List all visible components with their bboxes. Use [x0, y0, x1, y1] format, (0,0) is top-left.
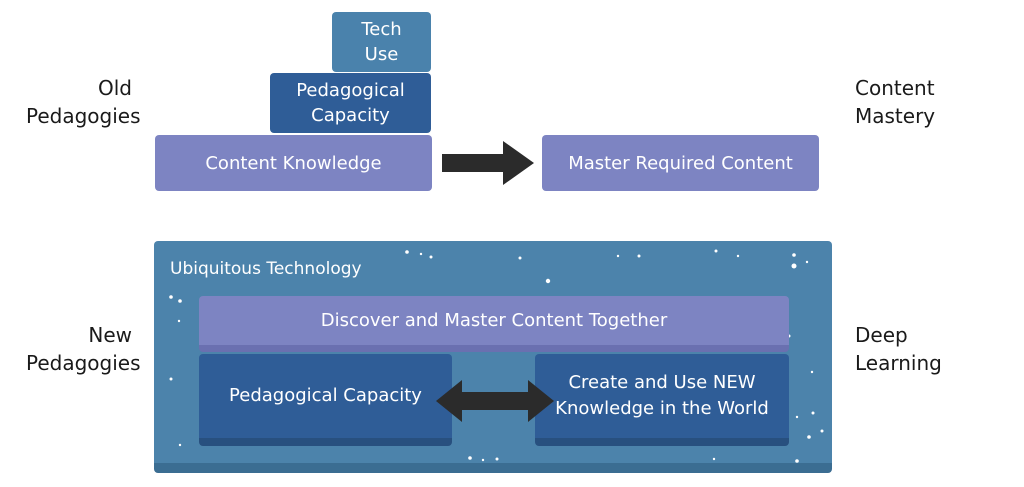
- mastery-label-line1: Content: [855, 76, 935, 100]
- content-knowledge-box: Content Knowledge: [155, 135, 432, 191]
- new-label-line2: Pedagogies: [26, 351, 141, 375]
- tech-use-line1: Tech: [361, 19, 402, 40]
- content-knowledge-text: Content Knowledge: [205, 152, 382, 174]
- create-line1: Create and Use NEW: [568, 372, 756, 393]
- tech-use-box: Tech Use: [332, 12, 431, 72]
- discover-master-content-text: Discover and Master Content Together: [320, 310, 668, 331]
- discover-master-content-box: Discover and Master Content Together: [199, 296, 789, 352]
- pedagogical-top-line1: Pedagogical: [296, 80, 405, 101]
- tech-use-line2: Use: [364, 44, 399, 65]
- create-use-new-knowledge-box: Create and Use NEW Knowledge in the Worl…: [535, 354, 789, 446]
- master-required-content-text: Master Required Content: [568, 152, 793, 174]
- master-required-content-box: Master Required Content: [542, 135, 819, 191]
- ubiquitous-technology-label: Ubiquitous Technology: [170, 259, 362, 279]
- old-pedagogies-label: Old Pedagogies: [26, 74, 141, 130]
- pedagogical-bottom-text: Pedagogical Capacity: [229, 385, 422, 406]
- deep-learning-label: Deep Learning: [855, 321, 942, 377]
- new-pedagogies-label: New Pedagogies: [26, 321, 141, 377]
- mastery-label-line2: Mastery: [855, 104, 936, 128]
- old-label-line1: Old: [98, 76, 132, 100]
- pedagogical-capacity-box-bottom: Pedagogical Capacity: [199, 354, 452, 446]
- pedagogical-capacity-box-top: Pedagogical Capacity: [270, 73, 431, 133]
- new-label-line1: New: [88, 323, 132, 347]
- content-mastery-label: Content Mastery: [855, 74, 935, 130]
- create-line2: Knowledge in the World: [555, 398, 769, 419]
- deep-label-line2: Learning: [855, 351, 942, 375]
- deep-label-line1: Deep: [855, 323, 908, 347]
- old-label-line2: Pedagogies: [26, 104, 141, 128]
- pedagogical-top-line2: Capacity: [311, 105, 390, 126]
